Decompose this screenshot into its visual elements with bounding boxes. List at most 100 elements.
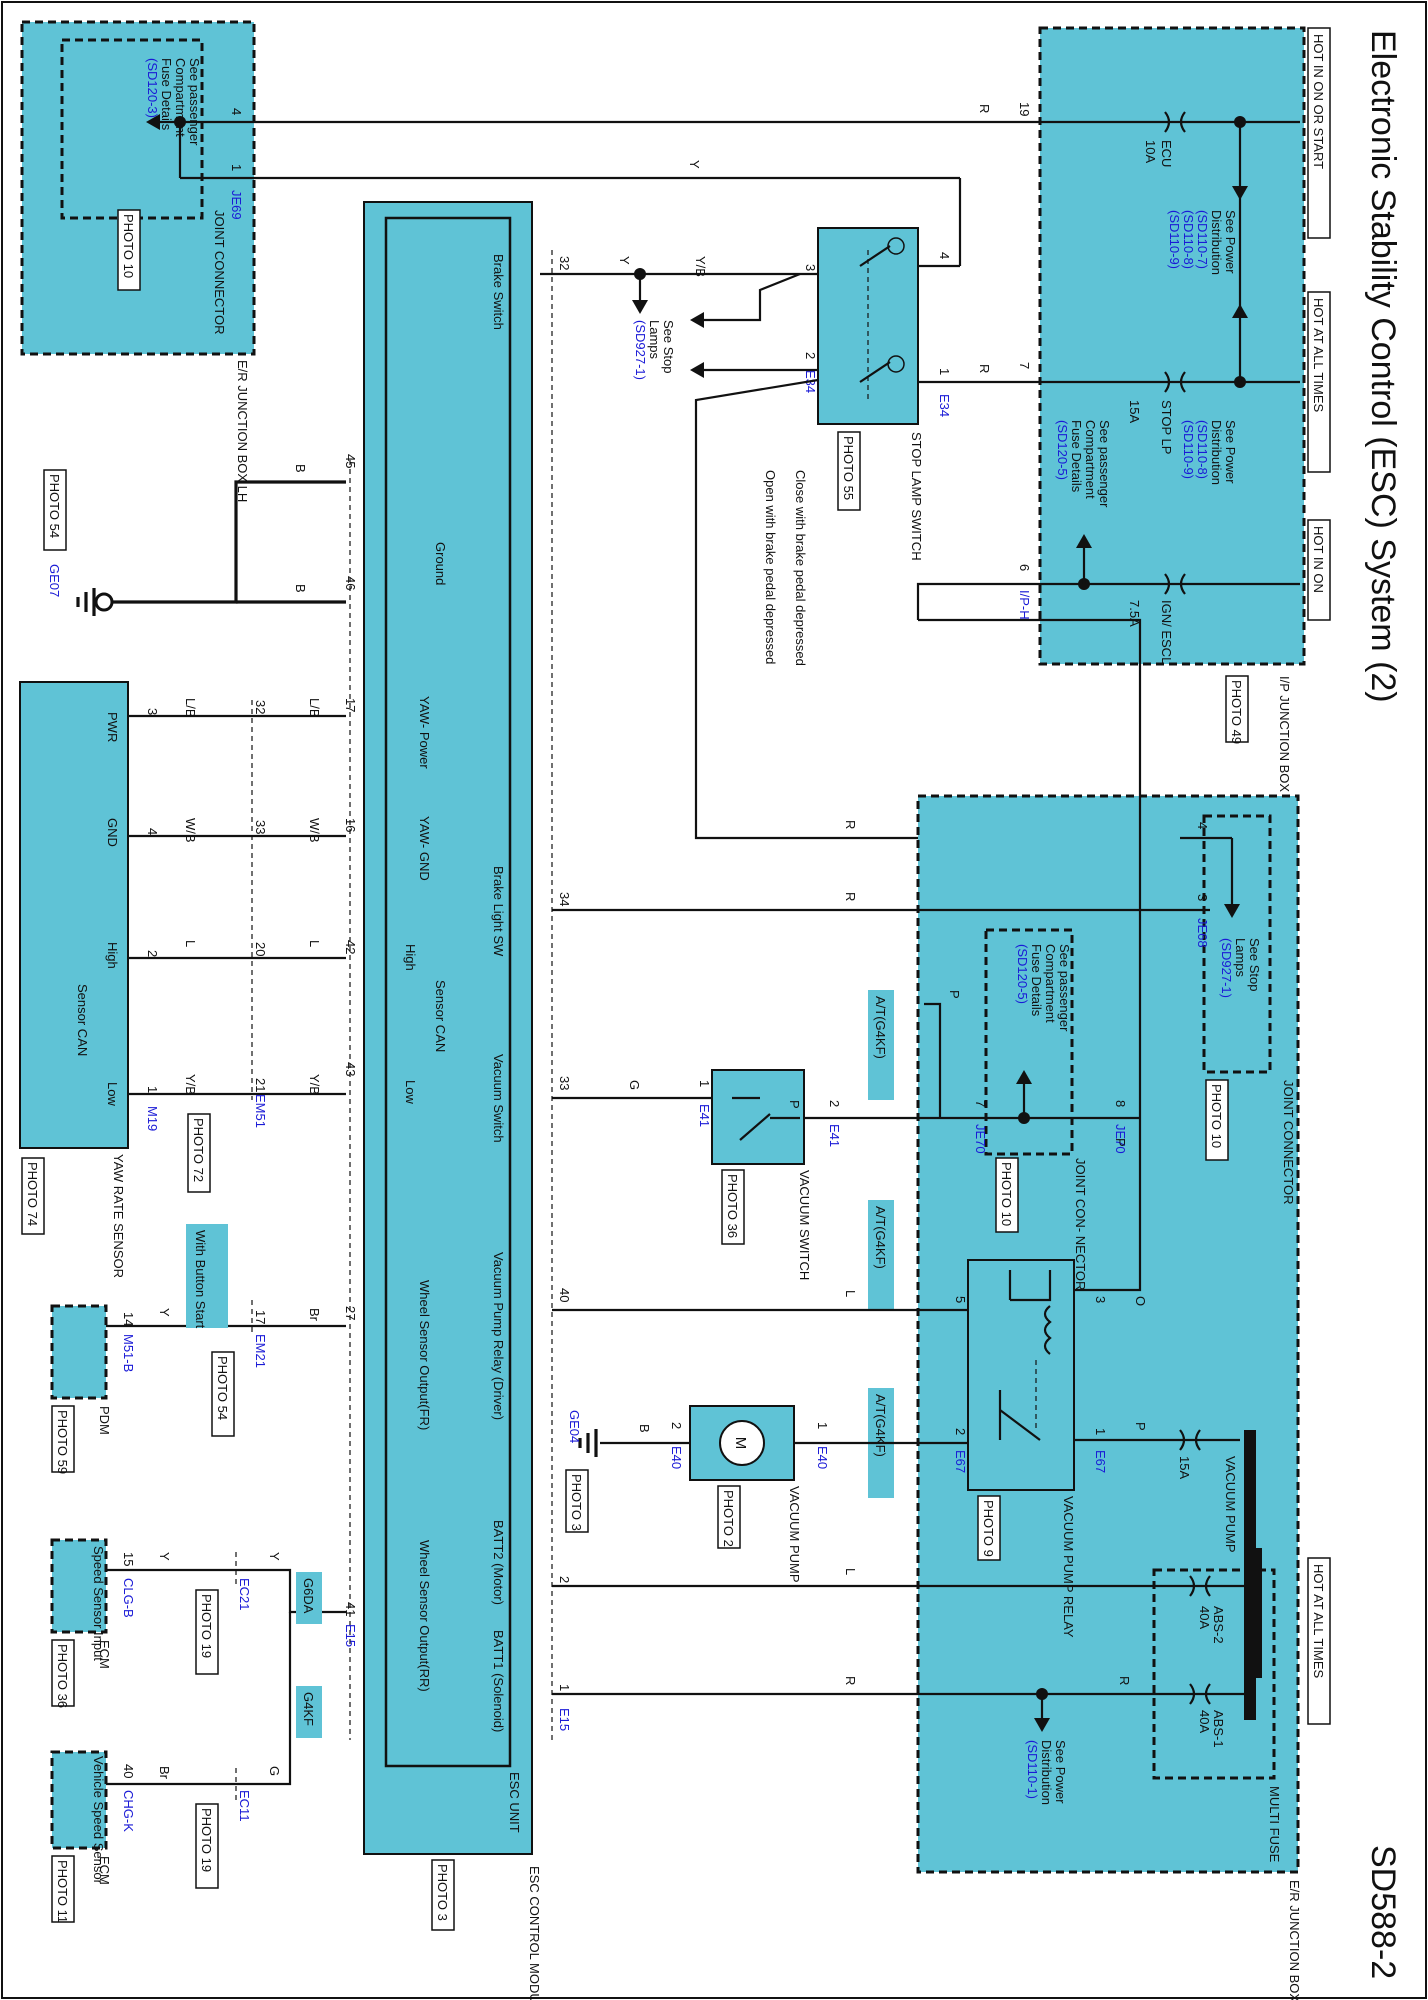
esc-label-ground: Ground: [433, 542, 448, 585]
ecm-g6da-connector: CLG-B: [121, 1578, 136, 1618]
esc-pin-43: 43: [343, 1062, 358, 1076]
fuse-stop-name: STOP LP: [1159, 400, 1174, 454]
je70-ref-3: Fuse Details: [1029, 944, 1044, 1017]
wire-label-r-multi: R: [1117, 1676, 1132, 1685]
wire-label-r-34: R: [843, 892, 858, 901]
relay-contact-icon: [998, 1390, 1041, 1441]
esc-label-vacuum-switch: Vacuum Switch: [491, 1054, 506, 1143]
arrow-icon: [1232, 304, 1248, 318]
power-dist-ref-1-line5[interactable]: (SD110-9): [1167, 210, 1182, 269]
ec11-photo: PHOTO 19: [199, 1808, 214, 1872]
vacuum-pump-fuse-name: VACUUM PUMP: [1223, 1456, 1238, 1553]
em51-photo: PHOTO 72: [191, 1118, 206, 1182]
arrow-icon: [146, 114, 160, 130]
g4kf-tag: [296, 1686, 322, 1738]
wire-label-b-46: B: [293, 584, 308, 593]
connector-e34-b: E34: [937, 394, 952, 417]
wire-label-l-40: L: [843, 1290, 858, 1297]
slp-pin-4: 4: [937, 252, 952, 259]
pdm-name: PDM: [97, 1406, 112, 1435]
yaw-photo: PHOTO 74: [25, 1162, 40, 1226]
wire-label-y: Y: [687, 160, 702, 169]
wire-label-yb-a: Y/B: [307, 1074, 322, 1095]
abs2-rating: 40A: [1197, 1606, 1212, 1629]
wire-label-br-esc: Br: [307, 1308, 322, 1322]
fuse-ecu-name: ECU: [1159, 140, 1174, 167]
wire-label-br: Y: [157, 1308, 172, 1317]
yaw-pin-2: 2: [145, 950, 160, 957]
power-dist-3-line3[interactable]: (SD110-1): [1025, 1740, 1040, 1799]
power-dist-ref-2-line4[interactable]: (SD110-9): [1181, 420, 1196, 479]
wire-label-r: R: [977, 104, 992, 113]
power-dist-ref-1-line1: See Power: [1223, 210, 1238, 274]
yaw-label-gnd: GND: [105, 818, 120, 847]
je70-pin-8: 8: [1113, 1100, 1128, 1107]
arrow-icon: [690, 362, 704, 378]
power-dist-3-line2: Distribution: [1039, 1740, 1054, 1805]
fuse-icon: [1179, 1429, 1201, 1451]
ecm-g4kf-pin: 40: [121, 1764, 136, 1778]
je68-ref-3[interactable]: (SD927-1): [1219, 938, 1234, 998]
connector-e67-a: E67: [953, 1450, 968, 1473]
connector-je69: JE69: [229, 190, 244, 220]
vacuum-pump-relay-name: VACUUM PUMP RELAY: [1061, 1496, 1076, 1638]
pin-19: 19: [1017, 102, 1032, 116]
esc-pin-45: 45: [343, 454, 358, 468]
pin-6: 6: [1017, 564, 1032, 571]
ecm-g4kf-label: Vehicle Speed Sensor: [91, 1756, 106, 1885]
yaw-rate-sensor: [19, 681, 129, 1149]
wire-to-stop: [700, 272, 801, 322]
yaw-photo-box: [21, 1157, 45, 1235]
esc-label-wheel-fr: Wheel Sensor Output(FR): [417, 1280, 432, 1430]
je70-ref-4[interactable]: (SD120-5): [1015, 944, 1030, 1004]
je70-photo-box: [995, 1157, 1019, 1233]
esc-control-module: [363, 201, 533, 1855]
esc-pin-42: 42: [343, 940, 358, 954]
passenger-fuse-ref-line4[interactable]: (SD120-5): [1055, 420, 1070, 480]
ecm-g6da-photo: PHOTO 36: [55, 1644, 70, 1708]
er-ref-line3: Fuse Details: [159, 58, 174, 131]
connector-e67-b: E67: [1093, 1450, 1108, 1473]
page-code: SD588-2: [1364, 1845, 1402, 1979]
stop-lamps-ref-3[interactable]: (SD927-1): [633, 320, 648, 380]
relay-pin-3: 3: [1093, 1296, 1108, 1303]
ecm-g4kf-photo-box: [51, 1855, 75, 1923]
pdm-photo: PHOTO 59: [55, 1410, 70, 1474]
esc-photo: PHOTO 3: [435, 1864, 450, 1921]
wire-label-b-45: B: [293, 464, 308, 473]
je70-photo: PHOTO 10: [999, 1162, 1014, 1226]
abs2-name: ABS-2: [1211, 1606, 1226, 1644]
passenger-fuse-ref-line3: Fuse Details: [1069, 420, 1084, 493]
er-pin-4: 4: [229, 108, 244, 115]
arrow-icon: [1034, 1718, 1050, 1732]
power-dist-ref-1-line4[interactable]: (SD110-8): [1181, 210, 1196, 269]
power-dist-ref-1-line3[interactable]: (SD110-7): [1195, 210, 1210, 269]
er-ref-line4[interactable]: (SD120-3): [145, 58, 160, 118]
er-joint-photo: PHOTO 10: [121, 214, 136, 278]
wire-label-y-ecm-2: Y: [267, 1552, 282, 1561]
button-start-tag: [186, 1224, 228, 1328]
ip-junction-photo: PHOTO 49: [1229, 680, 1244, 744]
em51-pin-32: 32: [253, 700, 268, 714]
wire-label-yb: Y/B: [693, 256, 708, 277]
ecm-g6da-name: ECM: [97, 1640, 112, 1669]
esc-unit: [384, 216, 512, 1768]
wire-b-45: [112, 480, 346, 604]
er-ref-line1: See passenger: [187, 58, 202, 146]
wire-g-ecm-g4kf: [106, 1612, 292, 1786]
abs1-rating: 40A: [1197, 1710, 1212, 1733]
ec21-photo: PHOTO 19: [199, 1594, 214, 1658]
je70-name: JOINT CON- NECTOR: [1073, 1158, 1088, 1290]
vacuum-switch-contact-icon: [732, 1096, 800, 1141]
er-pin-1: 1: [229, 164, 244, 171]
esc-label-batt2: BATT2 (Motor): [491, 1520, 506, 1605]
vacuum-pump-name: VACUUM PUMP: [787, 1486, 802, 1583]
esc-pin-1: 1: [557, 1684, 572, 1691]
fuse-icon: [1164, 371, 1186, 393]
arrow-icon: [1224, 904, 1240, 918]
vacuum-switch-photo: PHOTO 36: [725, 1174, 740, 1238]
wire-label-lb-a: L/B: [307, 698, 322, 718]
power-dist-ref-2-line3[interactable]: (SD110-8): [1195, 420, 1210, 479]
ge04-photo-box: [565, 1469, 589, 1533]
